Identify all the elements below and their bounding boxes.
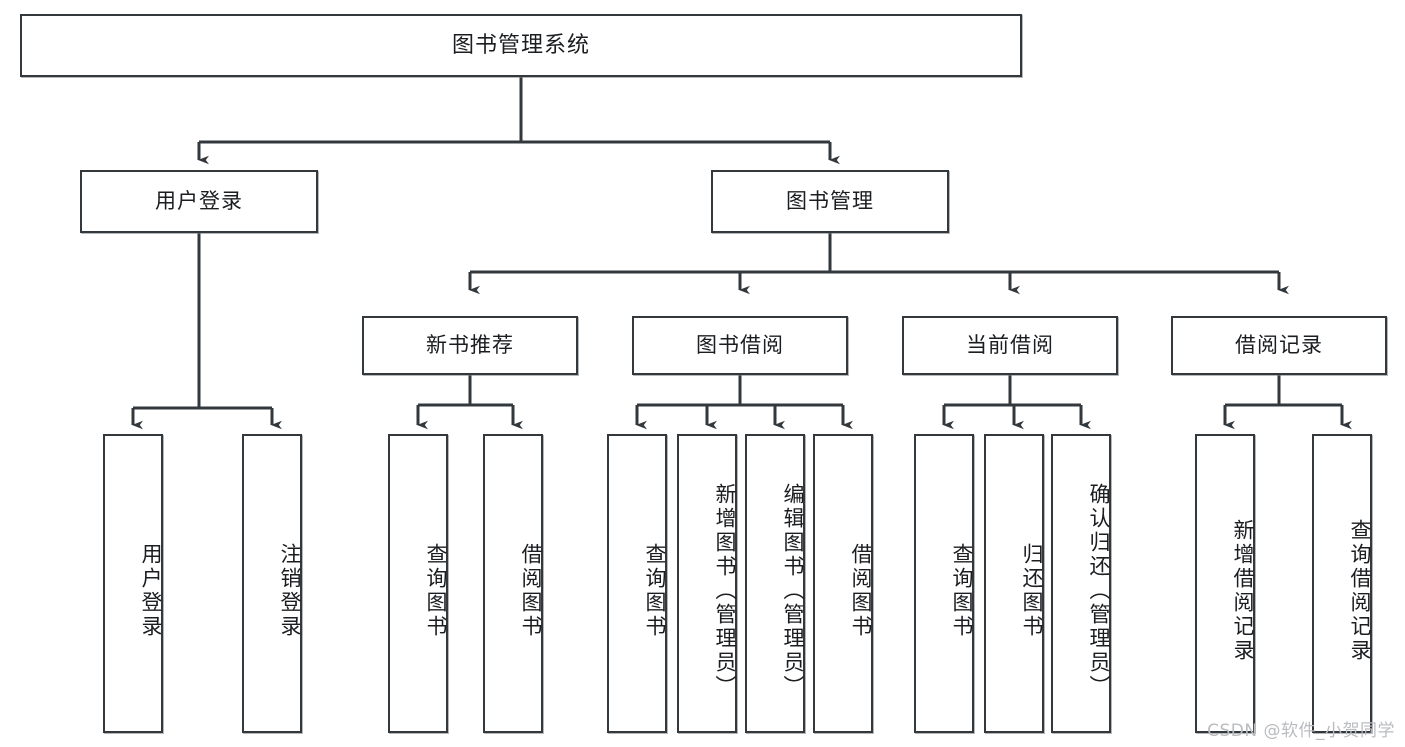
node-leaf-edit-book[interactable]: 编辑图书（管理员） [745,434,805,733]
node-leaf-confirm-return-label: 确认归还（管理员） [1087,482,1111,699]
node-leaf-add-book-label: 新增图书（管理员） [713,482,737,699]
node-current-borrow-label: 当前借阅 [966,333,1054,358]
node-leaf-query-book-2[interactable]: 查询图书 [607,434,667,733]
node-book-manage[interactable]: 图书管理 [711,170,949,233]
node-leaf-add-record-label: 新增借阅记录 [1231,518,1255,663]
node-leaf-return-book-label: 归还图书 [1020,542,1044,639]
node-new-book-recommend[interactable]: 新书推荐 [362,316,578,375]
node-leaf-borrow-book-1-label: 借阅图书 [519,542,543,639]
node-leaf-query-book-3[interactable]: 查询图书 [914,434,974,733]
node-leaf-query-record-label: 查询借阅记录 [1348,518,1372,663]
node-leaf-logout-login[interactable]: 注销登录 [242,434,302,733]
node-leaf-borrow-book-2-label: 借阅图书 [849,542,873,639]
node-leaf-add-record[interactable]: 新增借阅记录 [1195,434,1255,733]
node-book-borrow[interactable]: 图书借阅 [632,316,848,375]
node-user-login-label: 用户登录 [155,189,243,214]
node-book-borrow-label: 图书借阅 [696,333,784,358]
node-leaf-query-book-1-label: 查询图书 [424,542,448,639]
node-borrow-record-label: 借阅记录 [1235,333,1323,358]
node-leaf-user-login-label: 用户登录 [139,542,163,639]
node-leaf-query-book-2-label: 查询图书 [643,542,667,639]
node-book-manage-label: 图书管理 [786,189,874,214]
node-leaf-borrow-book-2[interactable]: 借阅图书 [813,434,873,733]
node-leaf-confirm-return[interactable]: 确认归还（管理员） [1051,434,1111,733]
node-leaf-query-book-1[interactable]: 查询图书 [388,434,448,733]
node-new-book-recommend-label: 新书推荐 [426,333,514,358]
node-leaf-query-book-3-label: 查询图书 [950,542,974,639]
node-leaf-logout-login-label: 注销登录 [278,542,302,639]
node-leaf-return-book[interactable]: 归还图书 [984,434,1044,733]
node-root-label: 图书管理系统 [451,32,590,58]
node-leaf-add-book[interactable]: 新增图书（管理员） [677,434,737,733]
node-current-borrow[interactable]: 当前借阅 [902,316,1118,375]
node-leaf-query-record[interactable]: 查询借阅记录 [1312,434,1372,733]
node-borrow-record[interactable]: 借阅记录 [1171,316,1387,375]
node-leaf-borrow-book-1[interactable]: 借阅图书 [483,434,543,733]
node-root[interactable]: 图书管理系统 [20,14,1022,77]
node-leaf-edit-book-label: 编辑图书（管理员） [781,482,805,699]
node-user-login[interactable]: 用户登录 [80,170,318,233]
node-leaf-user-login[interactable]: 用户登录 [103,434,163,733]
